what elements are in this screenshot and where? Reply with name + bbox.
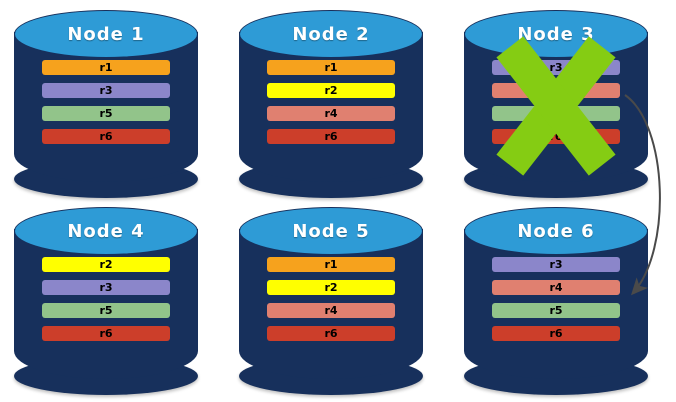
node-4-records: r2 r3 r5 r6 <box>42 257 170 341</box>
record-r6[interactable]: r6 <box>42 326 170 341</box>
node-3[interactable]: Node 3 r3 r4 r5 r6 <box>464 10 648 198</box>
cylinder-top <box>464 207 648 255</box>
node-5-label: Node 5 <box>292 220 370 242</box>
cylinder-top <box>14 207 198 255</box>
node-2-records: r1 r2 r4 r6 <box>267 60 395 144</box>
record-r2[interactable]: r2 <box>42 257 170 272</box>
record-r2[interactable]: r2 <box>267 280 395 295</box>
node-5-records: r1 r2 r4 r6 <box>267 257 395 341</box>
record-r4[interactable]: r4 <box>492 280 620 295</box>
record-r1[interactable]: r1 <box>267 257 395 272</box>
record-r5[interactable]: r5 <box>492 106 620 121</box>
record-r4[interactable]: r4 <box>492 83 620 98</box>
record-r6[interactable]: r6 <box>267 326 395 341</box>
node-5[interactable]: Node 5 r1 r2 r4 r6 <box>239 207 423 395</box>
node-6[interactable]: Node 6 r3 r4 r5 r6 <box>464 207 648 395</box>
record-r4[interactable]: r4 <box>267 106 395 121</box>
node-2[interactable]: Node 2 r1 r2 r4 r6 <box>239 10 423 198</box>
node-1[interactable]: Node 1 r1 r3 r5 r6 <box>14 10 198 198</box>
record-r5[interactable]: r5 <box>492 303 620 318</box>
record-r2[interactable]: r2 <box>267 83 395 98</box>
record-r6[interactable]: r6 <box>492 129 620 144</box>
cylinder-top <box>239 207 423 255</box>
node-3-records: r3 r4 r5 r6 <box>492 60 620 144</box>
record-r6[interactable]: r6 <box>267 129 395 144</box>
node-6-records: r3 r4 r5 r6 <box>492 257 620 341</box>
record-r6[interactable]: r6 <box>492 326 620 341</box>
node-4[interactable]: Node 4 r2 r3 r5 r6 <box>14 207 198 395</box>
record-r4[interactable]: r4 <box>267 303 395 318</box>
record-r3[interactable]: r3 <box>492 257 620 272</box>
node-4-label: Node 4 <box>67 220 145 242</box>
cylinder-top <box>14 10 198 58</box>
record-r5[interactable]: r5 <box>42 106 170 121</box>
record-r3[interactable]: r3 <box>42 280 170 295</box>
record-r1[interactable]: r1 <box>267 60 395 75</box>
record-r5[interactable]: r5 <box>42 303 170 318</box>
node-1-label: Node 1 <box>67 23 145 45</box>
node-3-label: Node 3 <box>517 23 595 45</box>
node-2-label: Node 2 <box>292 23 370 45</box>
node-1-records: r1 r3 r5 r6 <box>42 60 170 144</box>
record-r1[interactable]: r1 <box>42 60 170 75</box>
cylinder-top <box>239 10 423 58</box>
node-6-label: Node 6 <box>517 220 595 242</box>
record-r3[interactable]: r3 <box>42 83 170 98</box>
record-r3[interactable]: r3 <box>492 60 620 75</box>
record-r6[interactable]: r6 <box>42 129 170 144</box>
